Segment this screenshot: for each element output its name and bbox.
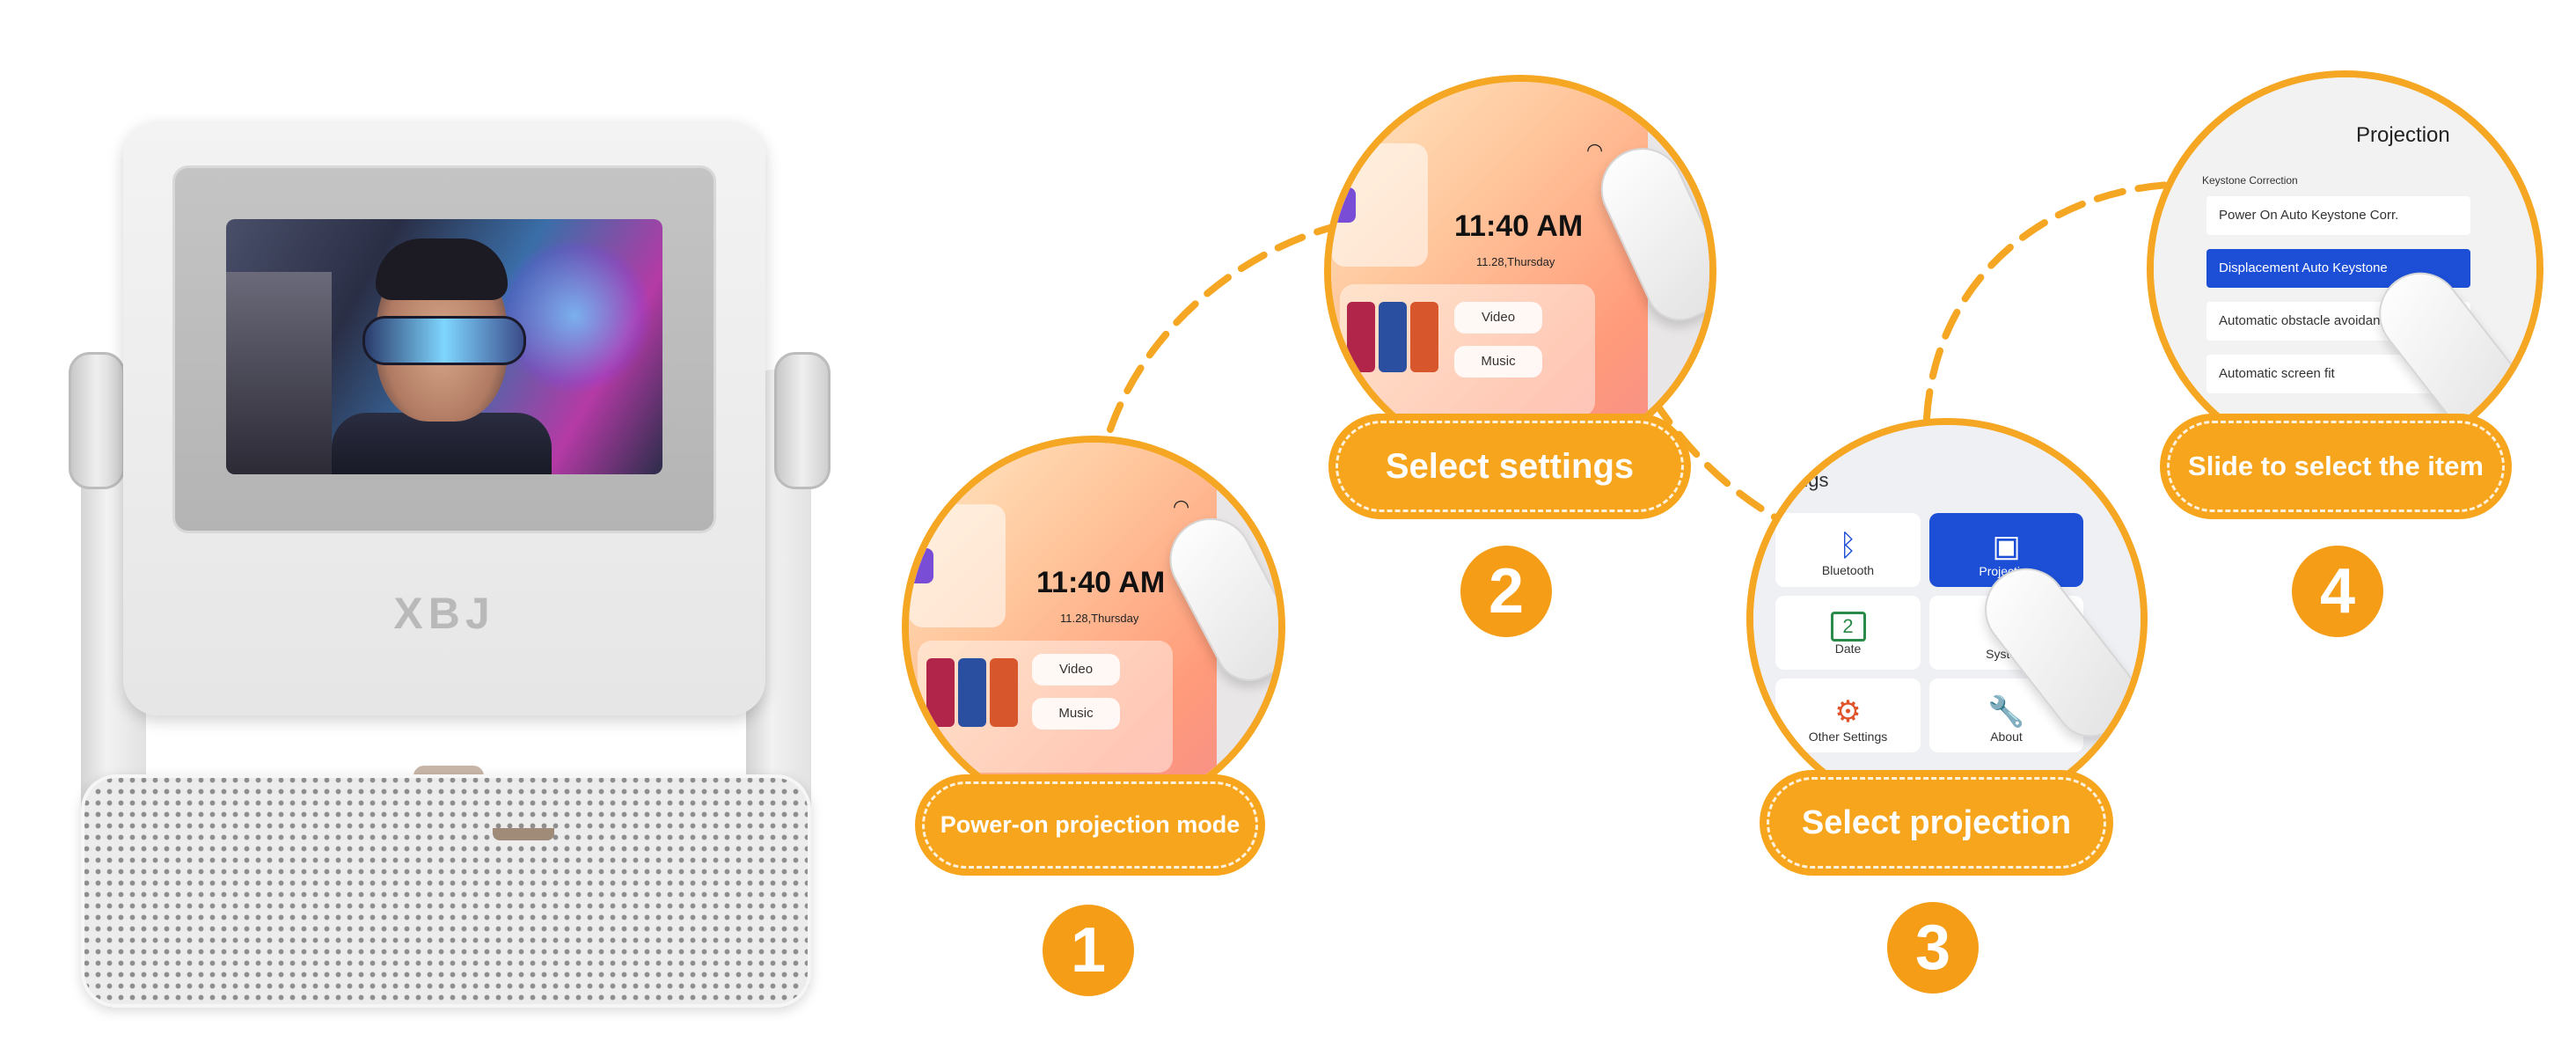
movie-poster [1347, 302, 1375, 372]
projection-title: Projection [2356, 123, 2450, 147]
settings-tile-bluetooth[interactable]: ᛒ Bluetooth [1775, 513, 1921, 587]
step-2-circle: ◠ 11:40 AM 11.28,Thursday Video Music [1324, 75, 1716, 467]
step-3-number: 3 [1887, 902, 1979, 994]
lens-notch [493, 828, 554, 840]
step-3-label-text: Select projection [1801, 803, 2072, 841]
display-bezel [172, 165, 716, 533]
device-screen-image [226, 219, 662, 474]
step-1-label-text: Power-on projection mode [940, 811, 1240, 838]
home-video-button[interactable]: Video [1032, 654, 1120, 686]
step-2-label: Select settings [1328, 414, 1691, 519]
gear-icon: ⚙ [1834, 695, 1862, 729]
step-1-circle: ◠ 11:40 AM 11.28,Thursday Video Music [902, 436, 1285, 819]
settings-tile-projection[interactable]: ▣ Projection [1929, 513, 2083, 587]
home-screen: ◠ 11:40 AM 11.28,Thursday Video Music [1331, 82, 1709, 460]
step-2-label-text: Select settings [1385, 446, 1635, 486]
home-time: 11:40 AM [1454, 209, 1584, 243]
step-2-number: 2 [1460, 546, 1552, 637]
screen-city-backdrop [226, 272, 332, 474]
settings-tile-date[interactable]: 2 Date [1775, 596, 1921, 670]
home-time: 11:40 AM [1036, 566, 1166, 599]
home-music-button[interactable]: Music [1454, 346, 1542, 378]
app-icon-purple [909, 548, 933, 583]
wifi-icon: ◠ [1586, 139, 1604, 161]
step-4-label: Slide to select the item [2160, 414, 2512, 519]
wifi-icon: ◠ [1173, 495, 1190, 517]
movie-poster [990, 658, 1018, 727]
movie-poster [1379, 302, 1407, 372]
wrench-icon: 🔧 [1987, 695, 2025, 729]
home-music-button[interactable]: Music [1032, 698, 1120, 730]
connector-1-2 [1107, 224, 1336, 433]
settings-title: ngs [1797, 469, 1829, 491]
settings-screen: ngs ᛒ Bluetooth ▣ Projection 2 Date ⬡ Sy… [1753, 425, 2141, 812]
app-icon-purple [1331, 187, 1356, 223]
hinge-knob-right [774, 352, 831, 489]
screen-glow [495, 237, 654, 395]
hinge-knob-left [69, 352, 125, 489]
home-video-button[interactable]: Video [1454, 302, 1542, 334]
speaker-grille [81, 774, 811, 1008]
step-3-circle: ngs ᛒ Bluetooth ▣ Projection 2 Date ⬡ Sy… [1746, 418, 2148, 819]
home-date: 11.28,Thursday [1060, 612, 1139, 625]
screen-figure-hair [376, 238, 508, 300]
screen-figure-jacket [332, 413, 552, 474]
home-date: 11.28,Thursday [1476, 255, 1555, 268]
projection-screen: Projection Keystone Correction Power On … [2154, 77, 2536, 460]
projection-item[interactable]: Power On Auto Keystone Corr. [2206, 196, 2470, 235]
projector-icon: ▣ [1992, 530, 2021, 563]
step-3-label: Select projection [1760, 770, 2113, 876]
projector-body: XBJ [123, 121, 765, 840]
step-4-label-text: Slide to select the item [2188, 451, 2484, 481]
brand-logo: XBJ [393, 589, 495, 638]
movie-poster [1410, 302, 1438, 372]
step-4-circle: Projection Keystone Correction Power On … [2147, 70, 2543, 467]
movie-poster [958, 658, 986, 727]
step-4-number: 4 [2292, 546, 2383, 637]
bluetooth-icon: ᛒ [1839, 529, 1857, 562]
step-1-number: 1 [1043, 905, 1134, 996]
vr-visor-icon [362, 316, 526, 365]
connector-3-4 [1923, 181, 2172, 422]
movie-poster [926, 658, 955, 727]
home-screen: ◠ 11:40 AM 11.28,Thursday Video Music [909, 443, 1278, 812]
projector-device: XBJ [0, 0, 880, 1056]
step-1-label: Power-on projection mode [915, 774, 1265, 876]
settings-tile-other-settings[interactable]: ⚙ Other Settings [1775, 678, 1921, 752]
calendar-icon: 2 [1830, 612, 1866, 642]
projection-section-label: Keystone Correction [2202, 174, 2298, 187]
